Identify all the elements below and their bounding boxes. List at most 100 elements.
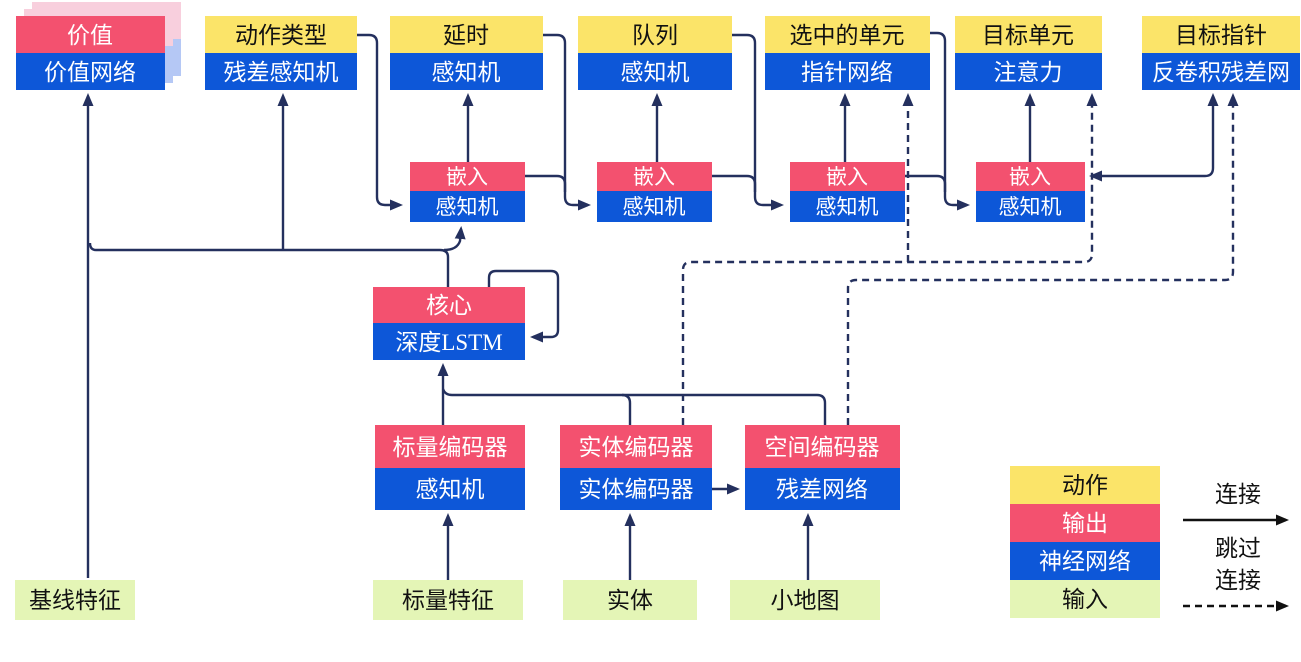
delay-network-bar — [390, 53, 543, 90]
node-core: 核心 深度LSTM — [373, 287, 525, 360]
embed4-title: 嵌入 — [1009, 165, 1051, 189]
action-type-title: 动作类型 — [235, 23, 327, 48]
value-output-bar — [16, 16, 165, 53]
entity-encoder-title: 实体编码器 — [579, 435, 694, 460]
embed2-output-bar — [597, 162, 712, 191]
node-delay: 延时 感知机 — [390, 16, 543, 90]
connector-selected-units-to-embed4 — [930, 31, 970, 211]
connector-entity-encoder-to-core — [621, 393, 632, 425]
delay-subtitle: 感知机 — [432, 60, 501, 85]
selected-units-action-bar — [765, 16, 930, 53]
connector-embed4-target-pointer — [1089, 93, 1219, 182]
connector-spatial-encoder-to-core — [441, 388, 827, 425]
node-queue: 队列 感知机 — [578, 16, 732, 90]
embed1-title: 嵌入 — [446, 165, 488, 189]
baseline-features-bar — [15, 580, 135, 620]
spatial-encoder-title: 空间编码器 — [765, 435, 880, 460]
skip-entity-to-target-unit — [681, 93, 1098, 425]
embed4-output-bar — [976, 162, 1085, 191]
value-subtitle: 价值网络 — [44, 60, 136, 85]
selected-units-network-bar — [765, 53, 930, 90]
spatial-encoder-output-bar — [745, 425, 900, 468]
connector-core-self-loop — [487, 269, 560, 343]
node-action-type: 动作类型 残差感知机 — [205, 16, 357, 90]
entity-input-label: 实体 — [607, 588, 653, 613]
node-minimap: 小地图 — [730, 580, 880, 620]
legend: 动作 输出 神经网络 输入 连接 跳过 连接 — [1010, 466, 1289, 618]
action-type-network-bar — [205, 53, 357, 90]
core-output-bar — [373, 287, 525, 323]
embed3-subtitle: 感知机 — [816, 195, 879, 219]
connector-queue-to-embed3 — [732, 33, 784, 211]
scalar-encoder-output-bar — [375, 425, 525, 468]
value-title: 价值 — [67, 23, 113, 48]
scalar-features-label: 标量特征 — [402, 588, 494, 613]
connector-embed3-out — [905, 174, 947, 192]
legend-connection-label: 连接 — [1215, 482, 1261, 507]
target-unit-action-bar — [955, 16, 1102, 53]
legend-output-label: 输出 — [1062, 511, 1108, 536]
connectors-solid — [82, 31, 1219, 580]
node-scalar-encoder: 标量编码器 感知机 — [375, 425, 525, 510]
connector-delay-to-embed2 — [543, 33, 591, 211]
entity-encoder-subtitle: 实体编码器 — [579, 477, 694, 502]
connector-action-type-to-embed1 — [357, 33, 403, 211]
embed3-network-bar — [790, 191, 905, 222]
action-type-action-bar — [205, 16, 357, 53]
queue-action-bar — [578, 16, 732, 53]
embed3-title: 嵌入 — [826, 165, 868, 189]
delay-action-bar — [390, 16, 543, 53]
legend-output-swatch — [1010, 504, 1160, 542]
queue-title: 队列 — [632, 23, 678, 48]
spatial-encoder-subtitle: 残差网络 — [776, 477, 868, 502]
entity-encoder-output-bar — [560, 425, 712, 468]
node-baseline-features: 基线特征 — [15, 580, 135, 620]
value-network-bar — [16, 53, 165, 90]
embed2-network-bar — [597, 191, 712, 222]
node-target-unit: 目标单元 注意力 — [955, 16, 1102, 90]
node-selected-units: 选中的单元 指针网络 — [765, 16, 930, 90]
core-network-bar — [373, 323, 525, 360]
skip-spatial-to-target-pointer — [846, 93, 1239, 425]
delay-title: 延时 — [443, 23, 489, 48]
minimap-label: 小地图 — [771, 588, 840, 613]
legend-input-label: 输入 — [1062, 587, 1108, 612]
entity-encoder-network-bar — [560, 468, 712, 510]
node-embed4: 嵌入 感知机 — [976, 162, 1085, 222]
target-pointer-network-bar — [1142, 53, 1300, 90]
scalar-encoder-network-bar — [375, 468, 525, 510]
legend-input-swatch — [1010, 580, 1160, 618]
entity-input-bar — [563, 580, 697, 620]
embed2-subtitle: 感知机 — [623, 195, 686, 219]
connectors-skip — [681, 93, 1239, 425]
embed3-output-bar — [790, 162, 905, 191]
queue-subtitle: 感知机 — [621, 60, 690, 85]
connector-core-to-embed1 — [443, 226, 466, 252]
queue-network-bar — [578, 53, 732, 90]
embed2-title: 嵌入 — [633, 165, 675, 189]
scalar-encoder-title: 标量编码器 — [393, 435, 508, 460]
target-pointer-title: 目标指针 — [1175, 23, 1267, 48]
embed4-network-bar — [976, 191, 1085, 222]
legend-skip-label-line2: 连接 — [1215, 568, 1261, 593]
target-pointer-action-bar — [1142, 16, 1300, 53]
target-unit-title: 目标单元 — [982, 23, 1074, 48]
legend-network-swatch — [1010, 542, 1160, 580]
node-target-pointer: 目标指针 反卷积残差网 — [1142, 16, 1300, 90]
legend-action-label: 动作 — [1062, 473, 1108, 498]
node-embed3: 嵌入 感知机 — [790, 162, 905, 222]
connector-core-output-bus — [88, 242, 450, 287]
legend-network-label: 神经网络 — [1039, 549, 1131, 574]
node-value: 价值 价值网络 — [16, 2, 181, 90]
target-unit-network-bar — [955, 53, 1102, 90]
node-entity-encoder: 实体编码器 实体编码器 — [560, 425, 712, 510]
core-subtitle: 深度LSTM — [395, 330, 502, 355]
scalar-features-bar — [373, 580, 523, 620]
node-scalar-features: 标量特征 — [373, 580, 523, 620]
connector-embed2-out — [712, 174, 757, 192]
legend-action-swatch — [1010, 466, 1160, 504]
embed1-network-bar — [410, 191, 525, 222]
target-pointer-subtitle: 反卷积残差网 — [1152, 60, 1290, 85]
legend-skip-label-line1: 跳过 — [1215, 536, 1261, 561]
